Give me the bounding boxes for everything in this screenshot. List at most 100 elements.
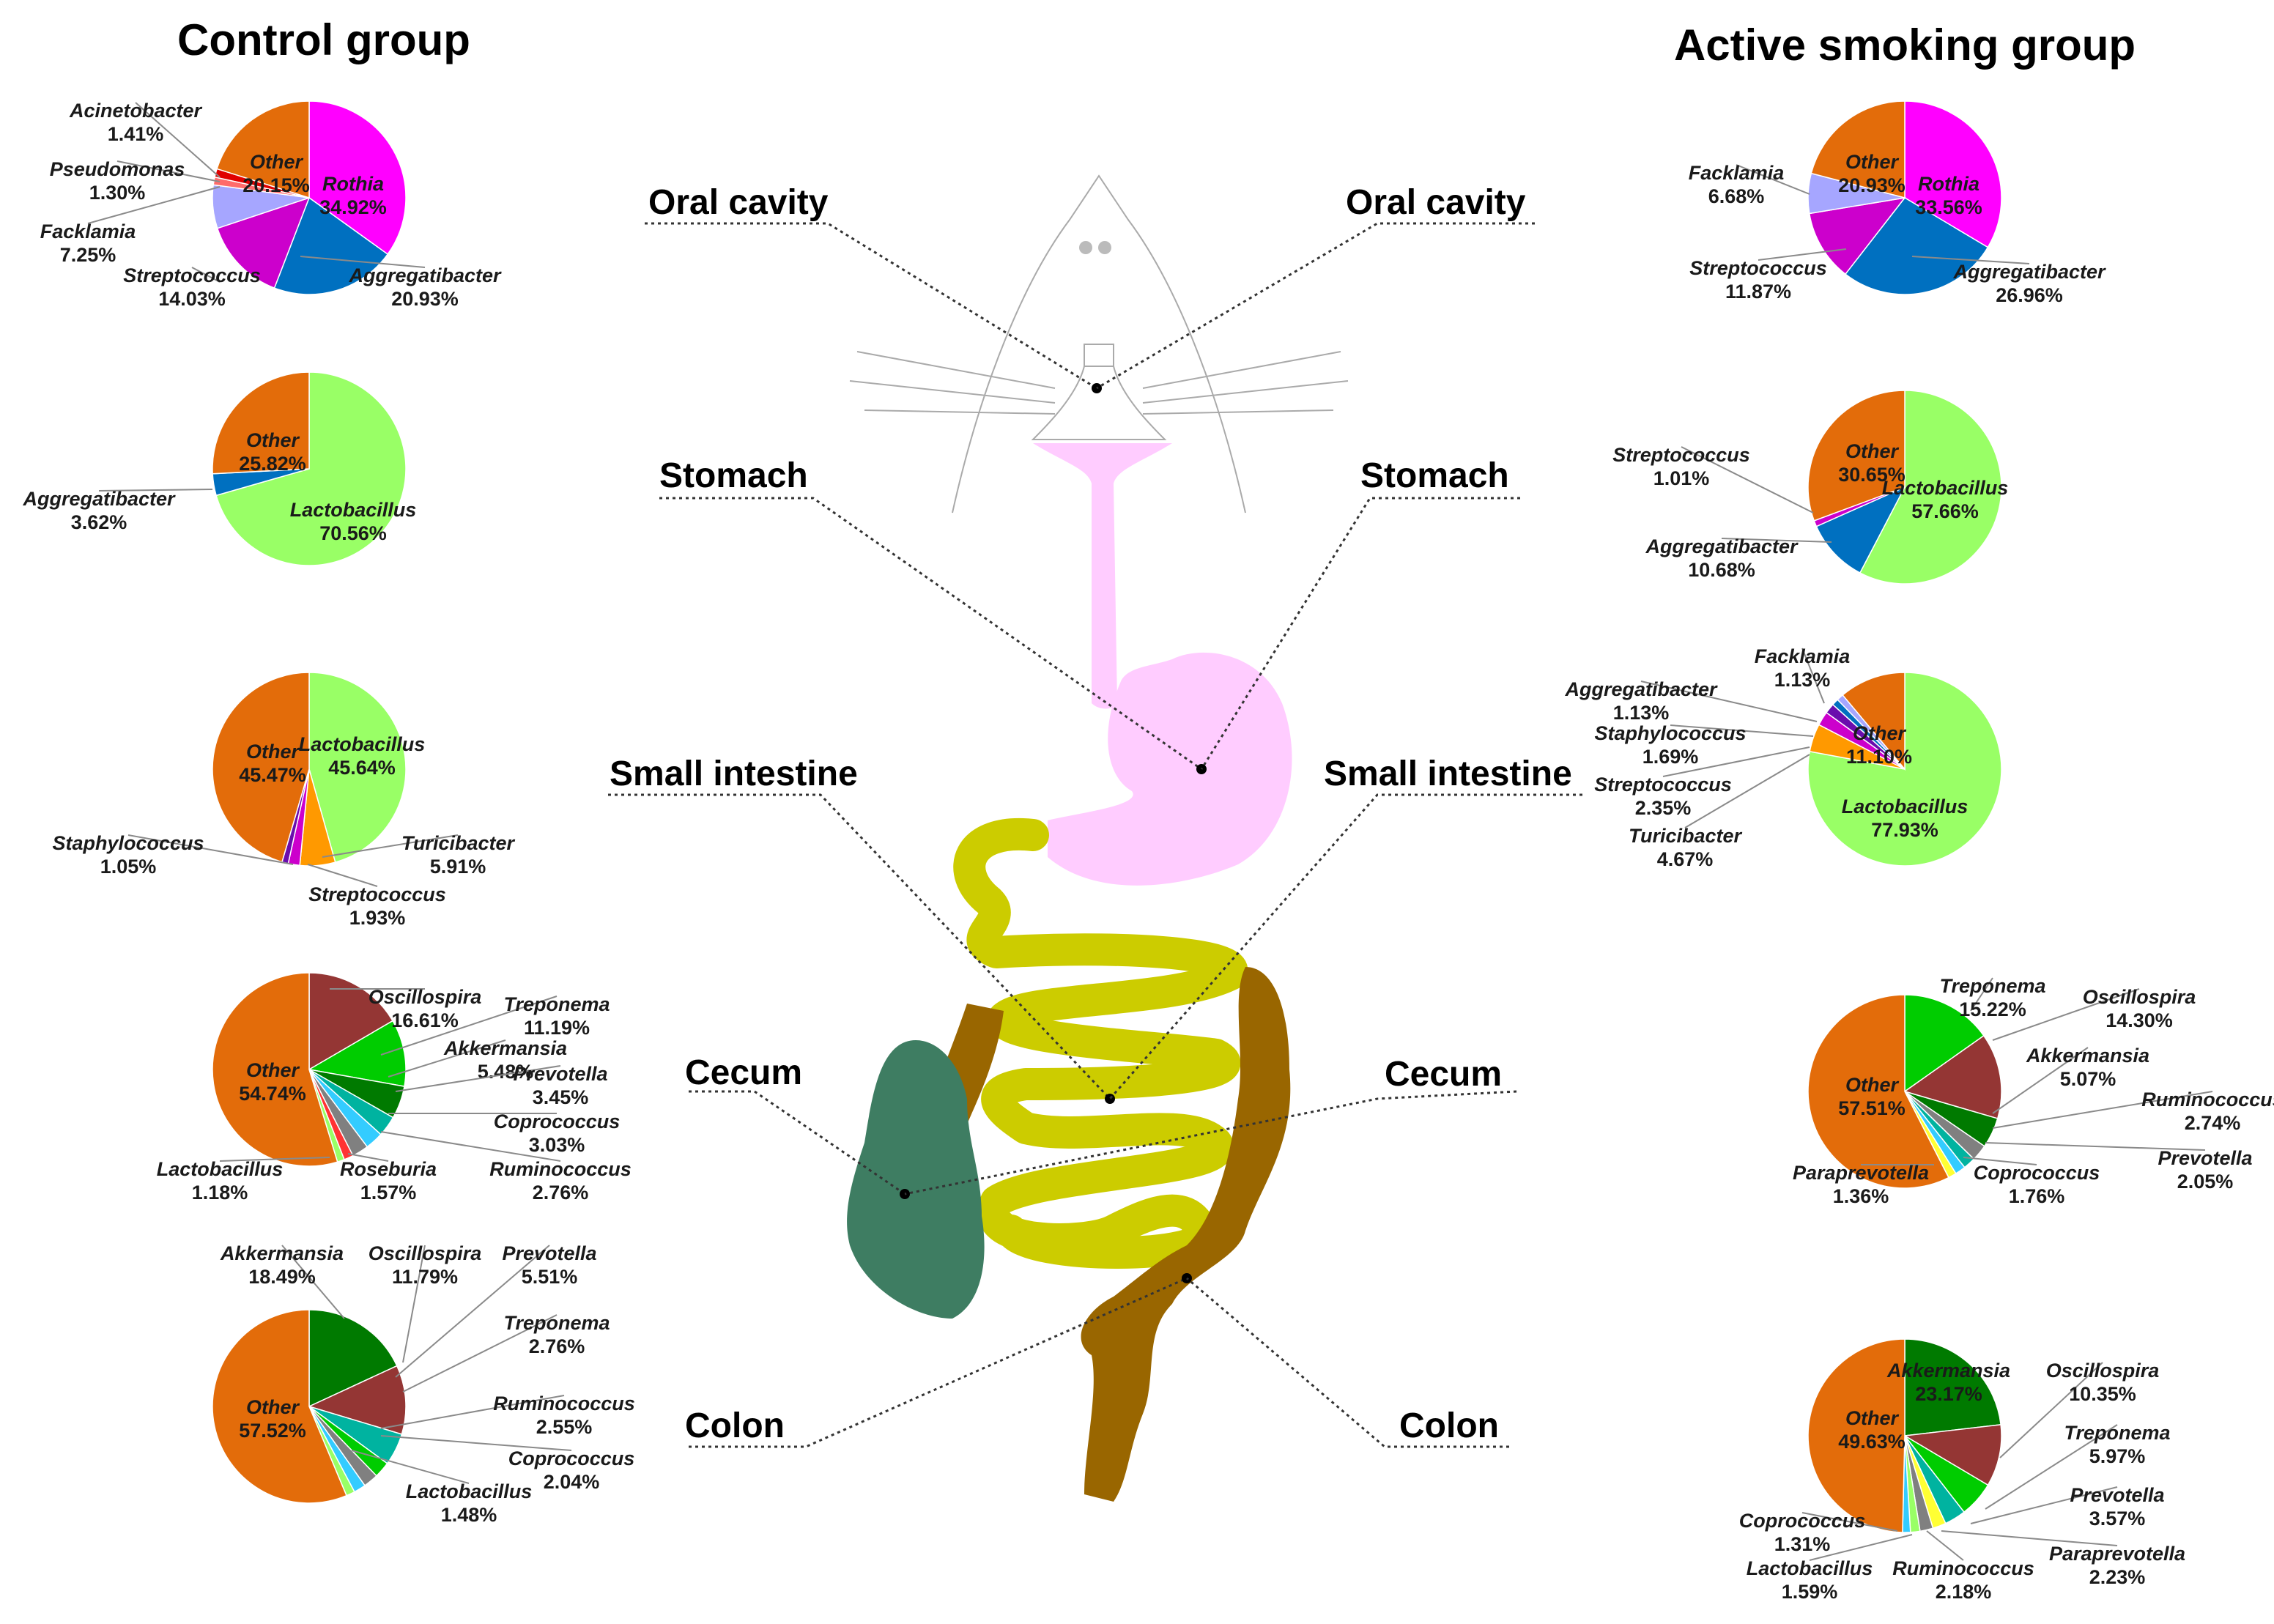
slice-label-value: 2.74%	[2185, 1112, 2241, 1134]
leader-line	[1941, 1530, 2118, 1546]
slice-label-value: 14.30%	[2106, 1009, 2173, 1031]
cecum	[847, 1040, 985, 1319]
slice-label-name: Roseburia	[340, 1158, 437, 1180]
leader-line	[127, 834, 294, 865]
slice-label-name: Ruminococcus	[1892, 1557, 2034, 1579]
pie-slice-other	[212, 1309, 347, 1504]
slice-label-value: 54.74%	[239, 1083, 306, 1105]
slice-label-name: Ruminococcus	[489, 1158, 632, 1180]
leader-line	[347, 1153, 389, 1162]
slice-label-name: Staphylococcus	[52, 832, 204, 854]
leader-line	[1801, 1512, 1898, 1532]
slice-label-value: 2.76%	[529, 1335, 585, 1357]
slice-label-value: 1.01%	[1653, 467, 1710, 489]
smoking-group-title: Active smoking group	[1674, 21, 2136, 70]
slice-label-name: Other	[1845, 1407, 1900, 1429]
colon-body	[1081, 967, 1291, 1502]
slice-label-value: 30.65%	[1838, 464, 1906, 486]
slice-label-value: 3.62%	[71, 511, 127, 533]
slice-label-name: Treponema	[1939, 975, 2045, 997]
slice-label-value: 11.87%	[1725, 281, 1791, 303]
slice-label-name: Prevotella	[502, 1242, 596, 1264]
slice-label-name: Treponema	[503, 993, 610, 1015]
leader-line	[1999, 1362, 2103, 1458]
leader-line	[395, 1245, 550, 1378]
slice-label-value: 1.48%	[441, 1504, 497, 1526]
pie-control-group-oral-cavity: Rothia34.92%Aggregatibacter20.93%Strepto…	[40, 100, 502, 310]
pie-slice-oscillospira	[308, 972, 394, 1071]
leader-line	[1911, 256, 2030, 264]
pie-slice-other	[1842, 672, 1906, 771]
pie-slice-oscillospira	[1903, 1424, 2002, 1486]
slice-label-name: Aggregatibacter	[22, 488, 176, 510]
slice-label-name: Other	[1853, 722, 1907, 744]
slice-label-name: Lactobacillus	[406, 1480, 533, 1502]
slice-label-name: Other	[246, 429, 300, 451]
leader-line	[135, 102, 221, 178]
leader-line	[380, 1395, 565, 1429]
organ-connectors	[608, 222, 1582, 1448]
leader-line	[1662, 746, 1810, 777]
slice-label-name: Other	[1845, 440, 1900, 462]
leader-line	[1736, 164, 1810, 195]
slice-label-value: 1.31%	[1774, 1533, 1831, 1555]
pie-active-smoking-group-oral-cavity: Rothia33.56%Aggregatibacter26.96%Strepto…	[1689, 100, 2106, 306]
slice-label-name: Ruminococcus	[2141, 1089, 2274, 1111]
slice-label-value: 1.59%	[1782, 1581, 1838, 1603]
slice-label-value: 4.67%	[1657, 848, 1714, 870]
slice-label-value: 2.18%	[1936, 1581, 1992, 1603]
leader-line	[395, 1065, 561, 1092]
pie-active-smoking-group-cecum: Treponema15.22%Oscillospira14.30%Akkerma…	[1793, 975, 2274, 1207]
slice-label-value: 1.30%	[89, 182, 146, 204]
small-intestine	[953, 817, 1248, 1269]
slice-label-value: 57.52%	[239, 1420, 306, 1442]
pie-slice-other	[1807, 994, 1949, 1189]
slice-label-name: Aggregatibacter	[1645, 535, 1799, 557]
slice-label-name: Aggregatibacter	[1564, 678, 1718, 700]
pie-control-group-cecum: Oscillospira16.61%Treponema11.19%Akkerma…	[157, 972, 632, 1204]
slice-label-value: 15.22%	[1959, 998, 2026, 1020]
slice-label-name: Lactobacillus	[1747, 1557, 1873, 1579]
pie-slice-rothia	[308, 100, 407, 256]
pie-slice-other	[216, 100, 310, 199]
slice-label-value: 57.66%	[1911, 500, 1979, 522]
leader-line	[87, 186, 221, 224]
pie-control-group-stomach: Lactobacillus70.56%Aggregatibacter3.62%O…	[22, 371, 416, 566]
slice-label-value: 2.04%	[544, 1471, 600, 1493]
rat-head	[849, 174, 1349, 513]
pie-slice-oscillospira	[1903, 1034, 2002, 1119]
slice-label-name: Coprococcus	[1739, 1510, 1866, 1532]
slice-label-name: Akkermansia	[1886, 1360, 2010, 1382]
pie-slice-oscillospira	[307, 1365, 407, 1435]
slice-label-name: Prevotella	[513, 1063, 607, 1085]
slice-label-name: Turicibacter	[1629, 825, 1743, 847]
pie-active-smoking-group-colon: Akkermansia23.17%Oscillospira10.35%Trepo…	[1739, 1338, 2185, 1603]
slice-label-name: Oscillospira	[2083, 986, 2196, 1008]
slice-label-value: 7.25%	[60, 244, 116, 266]
pie-charts: Rothia34.92%Aggregatibacter20.93%Strepto…	[22, 100, 2274, 1603]
leader-line	[351, 1450, 470, 1484]
slice-label-value: 45.47%	[239, 764, 306, 786]
leader-line	[322, 834, 459, 858]
slice-label-value: 2.23%	[2089, 1566, 2146, 1588]
pie-slice-aggregatibacter	[1815, 486, 1906, 574]
slice-label-value: 26.96%	[1996, 284, 2063, 306]
slice-label-name: Oscillospira	[368, 1242, 482, 1264]
leader-line	[1992, 1047, 2089, 1114]
slice-label-value: 3.45%	[533, 1086, 589, 1108]
pie-slice-akkermansia	[1904, 1338, 2001, 1436]
slice-label-value: 1.13%	[1774, 669, 1831, 691]
slice-label-name: Facklamia	[1689, 162, 1785, 184]
leader-line	[402, 1314, 558, 1393]
slice-label-name: Acinetobacter	[69, 100, 203, 122]
slice-label-name: Aggregatibacter	[1952, 261, 2106, 283]
leader-line	[1985, 1142, 2206, 1151]
slice-label-value: 1.69%	[1642, 746, 1699, 768]
pie-slice-treponema	[1904, 994, 1985, 1093]
leader-line	[380, 995, 558, 1056]
slice-label-value: 20.93%	[391, 288, 459, 310]
slice-label-name: Other	[246, 1059, 300, 1081]
organ-label-left-colon: Colon	[685, 1406, 785, 1445]
slice-label-value: 11.10%	[1846, 746, 1912, 768]
